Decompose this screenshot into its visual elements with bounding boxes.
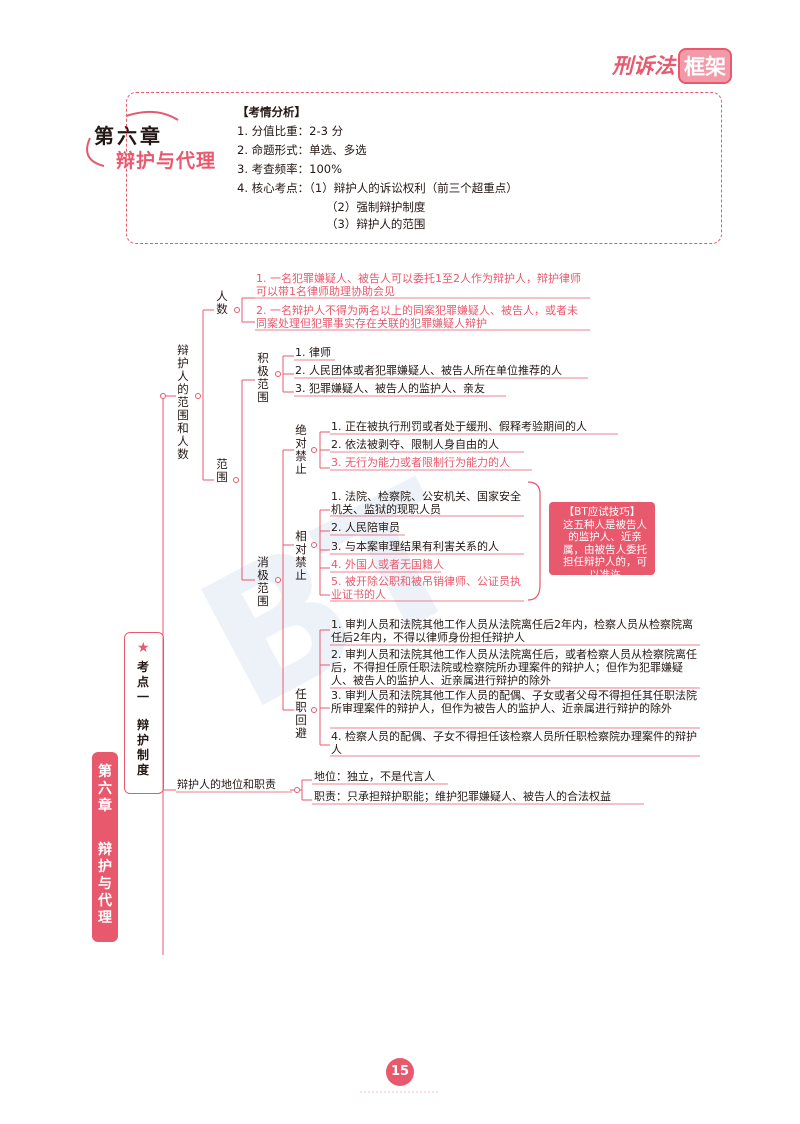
brand-badge: 框架 bbox=[678, 48, 732, 84]
side-tab-chapter: 第六章 bbox=[98, 764, 112, 814]
count-item: 1. 一名犯罪嫌疑人、被告人可以委托1至2人作为辩护人，辩护律师可以带1名律师助… bbox=[256, 272, 581, 298]
page-number-badge bbox=[386, 1058, 414, 1086]
absolute-item: 2. 依法被剥夺、限制人身自由的人 bbox=[331, 438, 499, 451]
kaodian-box bbox=[124, 632, 164, 794]
relative-item: 4. 外国人或者无国籍人 bbox=[331, 558, 444, 571]
positive-item: 1. 律师 bbox=[295, 346, 331, 359]
chapter-title: 辩护与代理 bbox=[116, 150, 217, 172]
recusal-item: 4. 检察人员的配偶、子女不得担任该检察人员所任职检察院办理案件的辩护人 bbox=[331, 730, 697, 756]
side-tab-title: 辩护与代理 bbox=[98, 842, 112, 926]
exam-tip-box: 【BT应试技巧】 这五种人是被告人的监护人、近亲属，由被告人委托担任辩护人的，可… bbox=[549, 502, 655, 581]
node-negative: 消极范围 bbox=[257, 555, 269, 608]
recusal-item: 1. 审判人员和法院其他工作人员从法院离任后2年内，检察人员从检察院离任后2年内… bbox=[331, 618, 693, 644]
brand-text: 刑诉法 bbox=[612, 54, 675, 78]
absolute-item: 3. 无行为能力或者限制行为能力的人 bbox=[331, 456, 510, 469]
analysis-line: （2）强制辩护制度 bbox=[326, 200, 426, 214]
analysis-line: 3. 考查频率：100% bbox=[237, 162, 343, 176]
positive-item: 3. 犯罪嫌疑人、被告人的监护人、亲友 bbox=[295, 382, 485, 395]
chapter-number: 第六章 bbox=[94, 124, 163, 148]
relative-item: 3. 与本案审理结果有利害关系的人 bbox=[331, 540, 499, 553]
chapter-swoosh-icon bbox=[86, 110, 179, 167]
positive-item: 2. 人民团体或者犯罪嫌疑人、被告人所在单位推荐的人 bbox=[295, 364, 562, 377]
analysis-line: 1. 分值比重：2-3 分 bbox=[237, 124, 344, 138]
recusal-item: 2. 审判人员和法院其他工作人员从法院离任后，或者检察人员从检察院离任后，不得担… bbox=[331, 648, 697, 687]
analysis-line: 2. 命题形式：单选、多选 bbox=[237, 143, 367, 157]
node-recusal: 任职回避 bbox=[295, 687, 307, 740]
absolute-item: 1. 正在被执行刑罚或者处于缓刑、假释考验期间的人 bbox=[331, 420, 587, 433]
side-tab bbox=[92, 752, 118, 942]
node-status-duty: 辩护人的地位和职责 bbox=[177, 778, 276, 791]
relative-item: 1. 法院、检察院、公安机关、国家安全机关、监狱的现职人员 bbox=[331, 490, 521, 516]
count-item: 2. 一名辩护人不得为两名以上的同案犯罪嫌疑人、被告人，或者未同案处理但犯罪事实… bbox=[256, 304, 578, 330]
node-positive: 积极范围 bbox=[257, 351, 269, 404]
analysis-heading: 【考情分析】 bbox=[237, 105, 306, 119]
relative-item: 2. 人民陪审员 bbox=[331, 521, 400, 534]
kaodian-label: 考点一 bbox=[136, 660, 149, 704]
recusal-item: 3. 审判人员和法院其他工作人员的配偶、子女或者父母不得担任其任职法院所审理案件… bbox=[331, 689, 697, 715]
kaodian-star-icon: ★ bbox=[137, 640, 150, 656]
kaodian-topic: 辩护制度 bbox=[136, 718, 149, 777]
relative-item: 5. 被开除公职和被吊销律师、公证员执业证书的人 bbox=[331, 575, 521, 601]
analysis-line: 4. 核心考点：（1）辩护人的诉讼权利（前三个超重点） bbox=[237, 181, 518, 195]
status-item: 地位：独立，不是代言人 bbox=[314, 770, 435, 783]
exam-tip-title: 【BT应试技巧】 bbox=[563, 506, 641, 518]
page-number: 15 bbox=[390, 1064, 410, 1079]
node-scope: 范围 bbox=[216, 457, 228, 484]
duty-item: 职责：只承担辩护职能；维护犯罪嫌疑人、被告人的合法权益 bbox=[314, 790, 611, 803]
node-count: 人数 bbox=[216, 289, 228, 316]
exam-tip-body: 这五种人是被告人的监护人、近亲属，由被告人委托担任辩护人的，可以准许 bbox=[563, 518, 647, 581]
node-relative: 相对禁止 bbox=[295, 529, 307, 582]
node-range-and-count: 辩护人的范围和人数 bbox=[177, 343, 189, 461]
brand-logo: 刑诉法 框架 bbox=[612, 48, 732, 84]
analysis-box bbox=[126, 92, 722, 244]
node-absolute: 绝对禁止 bbox=[295, 423, 307, 476]
analysis-line: （3）辩护人的范围 bbox=[326, 217, 426, 231]
chapter-header: 第六章 辩护与代理 bbox=[86, 108, 226, 178]
